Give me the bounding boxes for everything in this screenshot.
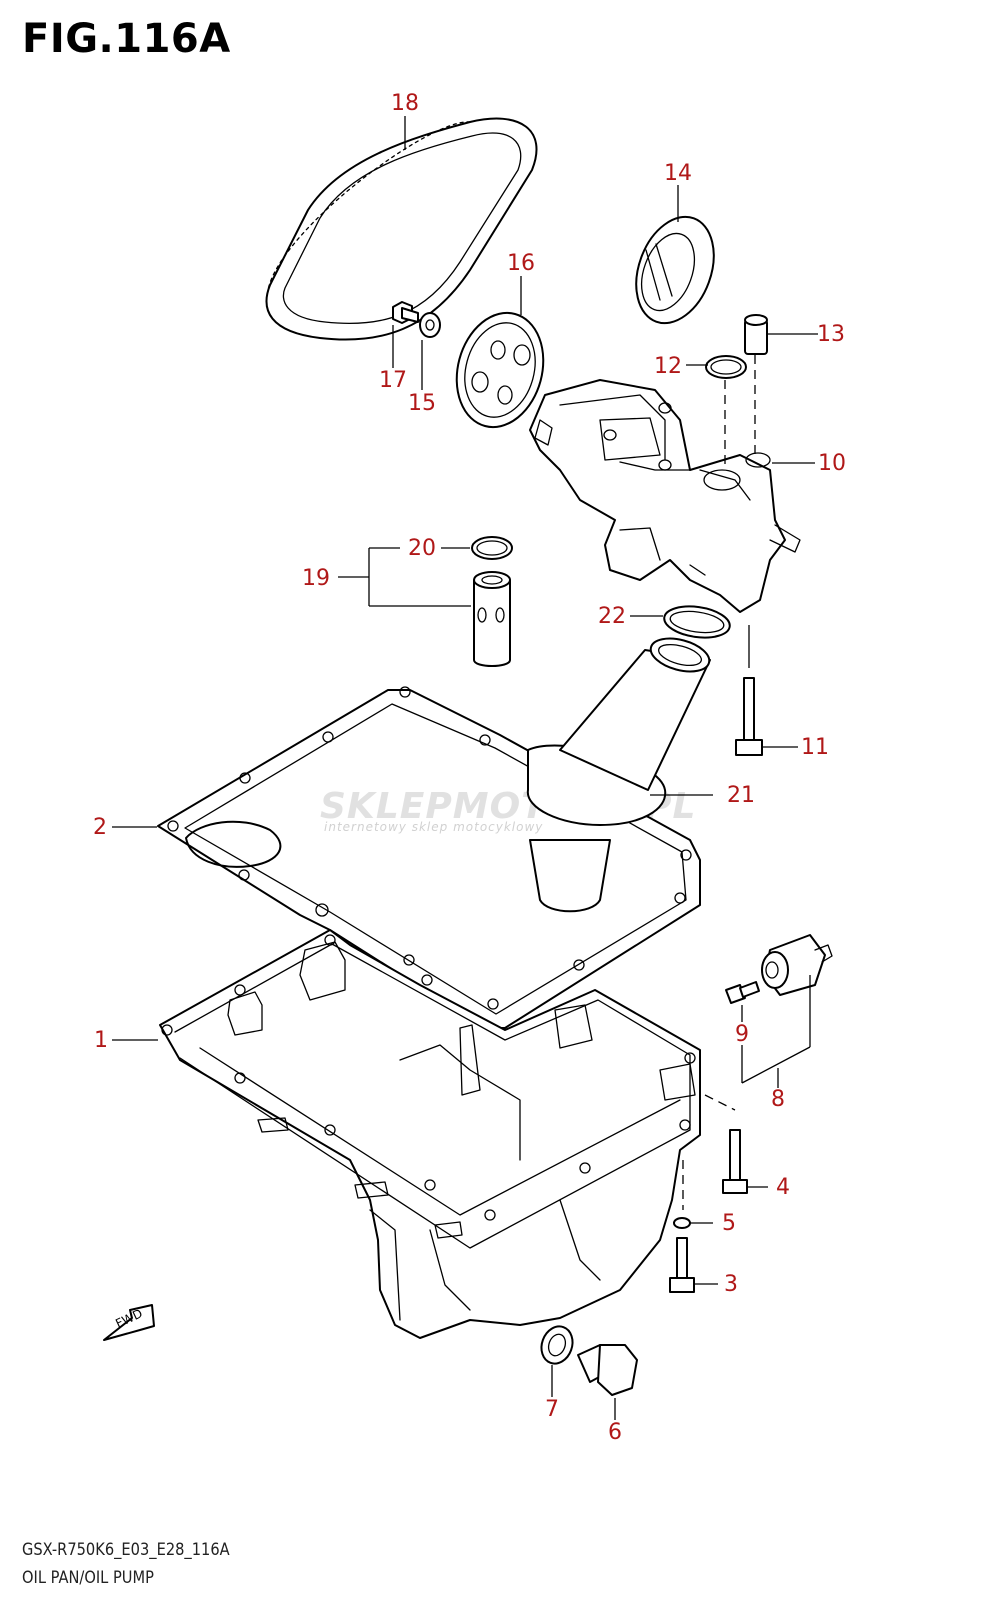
part-2-gasket[interactable] bbox=[157, 686, 701, 1029]
part-18-chain[interactable] bbox=[265, 117, 538, 341]
callout-9[interactable]: 9 bbox=[735, 1022, 749, 1047]
part-17-bolt[interactable] bbox=[392, 301, 419, 324]
callout-1[interactable]: 1 bbox=[94, 1028, 108, 1053]
part-20-o-ring[interactable] bbox=[471, 536, 513, 560]
callout-13[interactable]: 13 bbox=[817, 322, 845, 347]
callout-18[interactable]: 18 bbox=[391, 91, 419, 116]
footer-section-name: OIL PAN/OIL PUMP bbox=[22, 1568, 154, 1588]
part-14-gear[interactable] bbox=[622, 206, 727, 334]
part-5-washer[interactable] bbox=[673, 1217, 691, 1229]
part-15-washer[interactable] bbox=[419, 312, 441, 338]
part-16-sprocket[interactable] bbox=[444, 303, 555, 437]
part-8-oil-pressure-switch[interactable] bbox=[761, 934, 833, 996]
part-3-bolt[interactable] bbox=[669, 1237, 695, 1293]
callout-12[interactable]: 12 bbox=[654, 354, 682, 379]
callout-numbers: 18 14 16 13 12 17 15 10 20 19 22 11 21 2… bbox=[93, 91, 846, 1445]
part-9-bolt[interactable] bbox=[725, 981, 760, 1004]
callout-17[interactable]: 17 bbox=[379, 368, 407, 393]
fwd-arrow-icon: FWD bbox=[103, 1304, 155, 1341]
callout-10[interactable]: 10 bbox=[818, 451, 846, 476]
callout-21[interactable]: 21 bbox=[727, 783, 755, 808]
callout-5[interactable]: 5 bbox=[722, 1211, 736, 1236]
part-6-drain-plug[interactable] bbox=[577, 1344, 638, 1396]
callout-19[interactable]: 19 bbox=[302, 566, 330, 591]
callout-4[interactable]: 4 bbox=[776, 1175, 790, 1200]
callout-11[interactable]: 11 bbox=[801, 735, 829, 760]
part-10-oil-pump[interactable] bbox=[529, 379, 801, 613]
figure-title: FIG.116A bbox=[22, 16, 231, 62]
callout-8[interactable]: 8 bbox=[771, 1087, 785, 1112]
callout-16[interactable]: 16 bbox=[507, 251, 535, 276]
leader-lines bbox=[112, 116, 818, 1420]
part-21-oil-strainer[interactable] bbox=[526, 633, 713, 913]
footer-model-code: GSX-R750K6_E03_E28_116A bbox=[22, 1540, 230, 1560]
callout-20[interactable]: 20 bbox=[408, 536, 436, 561]
part-4-bolt[interactable] bbox=[722, 1129, 748, 1194]
part-11-bolt[interactable] bbox=[735, 677, 763, 756]
callout-2[interactable]: 2 bbox=[93, 815, 107, 840]
callout-7[interactable]: 7 bbox=[545, 1397, 559, 1422]
part-1-oil-pan[interactable] bbox=[159, 929, 701, 1339]
part-12-o-ring[interactable] bbox=[705, 355, 747, 379]
part-19-pipe[interactable] bbox=[473, 571, 511, 667]
callout-15[interactable]: 15 bbox=[408, 391, 436, 416]
part-22-o-ring[interactable] bbox=[662, 603, 732, 642]
callout-3[interactable]: 3 bbox=[724, 1272, 738, 1297]
watermark-tagline: internetowy sklep motocyklowy bbox=[324, 820, 544, 834]
callout-22[interactable]: 22 bbox=[598, 604, 626, 629]
callout-14[interactable]: 14 bbox=[664, 161, 692, 186]
callout-6[interactable]: 6 bbox=[608, 1420, 622, 1445]
part-13-dowel[interactable] bbox=[744, 314, 768, 355]
part-7-gasket[interactable] bbox=[536, 1322, 577, 1368]
